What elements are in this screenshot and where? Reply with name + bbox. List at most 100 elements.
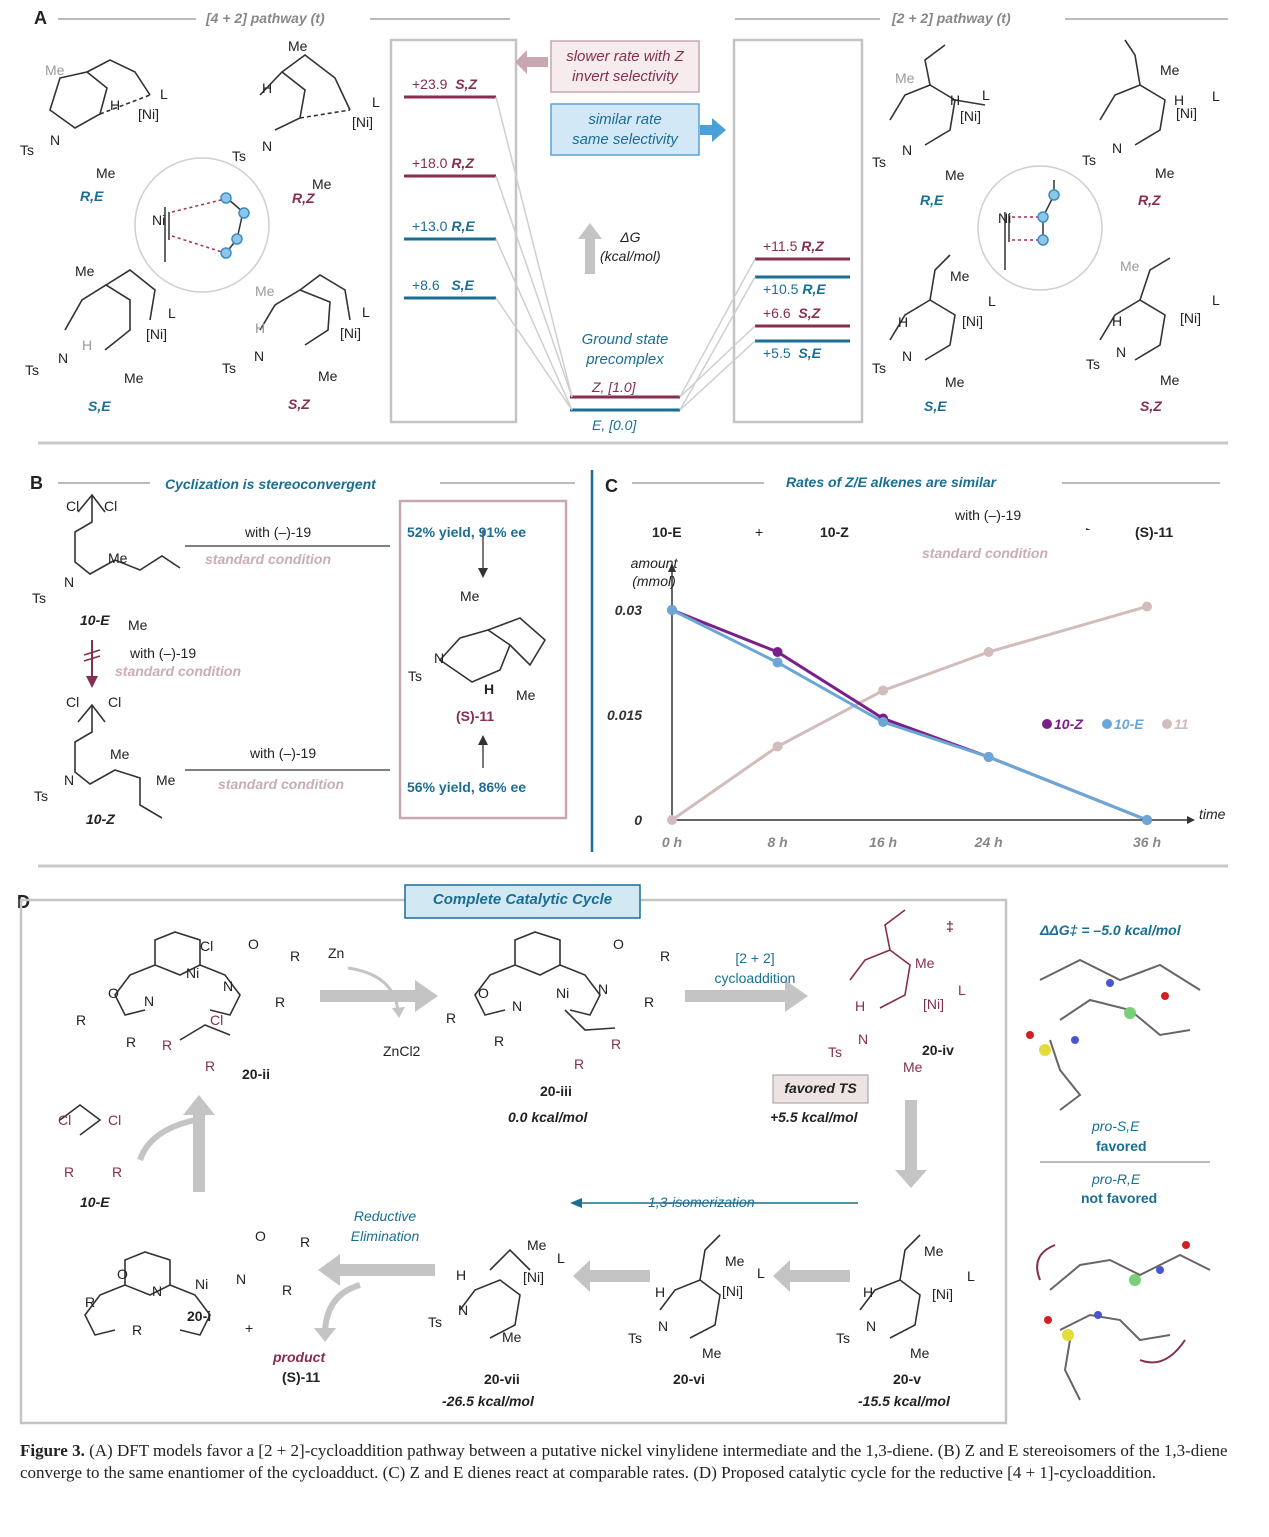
- b-yield-top: 52% yield, 91% ee: [407, 524, 527, 540]
- ground-state-line2: precomplex: [586, 351, 664, 368]
- figure-caption: Figure 3. (A) DFT models favor a [2 + 2]…: [20, 1440, 1250, 1484]
- d-r-18: R: [132, 1322, 143, 1338]
- d-r-14: R: [112, 1164, 123, 1180]
- point-10-E: [667, 605, 677, 615]
- d-o-5: O: [117, 1266, 128, 1282]
- d-n-8: N: [866, 1318, 877, 1334]
- d-me-4: Me: [910, 1345, 930, 1361]
- d-favored-ts: favored TS: [784, 1080, 857, 1096]
- d-ts-dagger: ‡: [946, 918, 954, 934]
- legend-label-10-Z: 10-Z: [1054, 716, 1083, 732]
- d-o-1: O: [108, 985, 119, 1001]
- y-axis-arrow: [668, 563, 676, 572]
- d-n-6: N: [152, 1283, 163, 1299]
- b-me-1: Me: [108, 550, 128, 566]
- d-r-4: R: [126, 1034, 137, 1050]
- b-with-bottom: with (–)-19: [250, 745, 317, 761]
- a-me-2: Me: [96, 165, 116, 181]
- caption-text: (A) DFT models favor a [2 + 2]-cycloaddi…: [20, 1441, 1228, 1482]
- a-me-1: Me: [45, 62, 65, 78]
- x-tick-label: 24 h: [974, 834, 1003, 850]
- d-cycloaddition: [2 + 2] cycloaddition: [700, 948, 810, 988]
- d-cl-1: Cl: [200, 938, 214, 954]
- d-ts-1: Ts: [828, 1044, 842, 1060]
- d-20vi: 20-vi: [673, 1371, 705, 1387]
- a-me-8: Me: [318, 368, 338, 384]
- d-favored: favored: [1096, 1138, 1147, 1154]
- panel-b-letter: B: [30, 473, 43, 493]
- d-ts-2: Ts: [836, 1330, 850, 1346]
- left-level-se: +8.6 S,E: [412, 277, 474, 293]
- a-ts-6: Ts: [1082, 152, 1096, 168]
- right-level-sz: +6.6 S,Z: [763, 305, 821, 321]
- point-11: [983, 647, 994, 657]
- b-cl-4: Cl: [108, 694, 122, 710]
- b-ts-1: Ts: [32, 590, 46, 606]
- d-ni-4: Ni: [195, 1276, 209, 1292]
- a-h-3: H: [82, 337, 93, 353]
- a-n-1: N: [50, 132, 61, 148]
- chart-series: [667, 601, 1172, 825]
- slower-rate-box: slower rate with Z invert selectivity: [551, 47, 699, 87]
- d-r-17: R: [85, 1294, 96, 1310]
- a-ts-7: Ts: [872, 360, 886, 376]
- a-ni-6: [Ni]: [1176, 105, 1197, 121]
- b-me-6: Me: [516, 687, 536, 703]
- a-me-9: Me: [895, 70, 915, 86]
- d-r-11: R: [574, 1056, 585, 1072]
- ground-state-line1: Ground state: [581, 331, 669, 348]
- a-l-7: L: [988, 293, 996, 309]
- x-tick-label: 8 h: [767, 834, 787, 850]
- a-l-6: L: [1212, 88, 1220, 104]
- d-iii-energy: 0.0 kcal/mol: [508, 1109, 588, 1125]
- point-10-E: [772, 657, 783, 668]
- delta-g-units: (kcal/mol): [600, 248, 661, 264]
- b-cl-1: Cl: [66, 498, 80, 514]
- ground-state-label: Ground state precomplex: [560, 330, 690, 370]
- d-ni-1: Ni: [186, 965, 200, 981]
- a-me-5: Me: [75, 263, 95, 279]
- ts-model-disfavored: [1036, 1241, 1211, 1401]
- d-20vii: 20-vii: [484, 1371, 520, 1387]
- a-h-6: H: [1174, 92, 1185, 108]
- ts-model-favored: [1026, 958, 1201, 1111]
- a-me-7: Me: [255, 283, 275, 299]
- d-20iv: 20-iv: [922, 1042, 954, 1058]
- d-r-13: R: [64, 1164, 75, 1180]
- d-ni-6: [Ni]: [722, 1283, 743, 1299]
- d-n-4: N: [598, 981, 609, 997]
- d-r-7: R: [660, 948, 671, 964]
- a-me-11: Me: [1160, 62, 1180, 78]
- b-h-1: H: [484, 681, 495, 697]
- d-l-3: L: [757, 1265, 765, 1281]
- a-me-12: Me: [1155, 165, 1175, 181]
- d-ni-5: [Ni]: [932, 1286, 953, 1302]
- point-10-E: [878, 717, 889, 727]
- catalytic-cycle-title: Complete Catalytic Cycle: [432, 891, 613, 908]
- d-ts-4: Ts: [428, 1314, 442, 1330]
- right-level-rz: +11.5 R,Z: [763, 238, 824, 254]
- a-left-rz: R,Z: [292, 190, 315, 206]
- c-eq-left: 10-E: [652, 524, 682, 540]
- c-with: with (–)-19: [955, 507, 1022, 523]
- b-ts-2: Ts: [34, 788, 48, 804]
- d-r-8: R: [644, 994, 655, 1010]
- d-r-3: R: [76, 1012, 87, 1028]
- a-right-sz: S,Z: [1140, 398, 1162, 414]
- x-tick-label: 36 h: [1133, 834, 1161, 850]
- series-line-10-Z: [671, 608, 1148, 822]
- b-yield-bottom: 56% yield, 86% ee: [407, 779, 527, 795]
- d-cl-4: Cl: [108, 1112, 122, 1128]
- d-me-2: Me: [903, 1059, 923, 1075]
- a-me-6: Me: [124, 370, 144, 386]
- d-r-5: R: [162, 1037, 173, 1053]
- b-standard-mid: standard condition: [115, 663, 241, 679]
- d-o-4: O: [613, 936, 624, 952]
- y-tick-label: 0: [634, 812, 642, 828]
- a-right-re: R,E: [920, 192, 944, 208]
- d-20v: 20-v: [893, 1371, 922, 1387]
- d-h-2: H: [863, 1284, 874, 1300]
- similar-box-line2: same selectivity: [572, 131, 678, 148]
